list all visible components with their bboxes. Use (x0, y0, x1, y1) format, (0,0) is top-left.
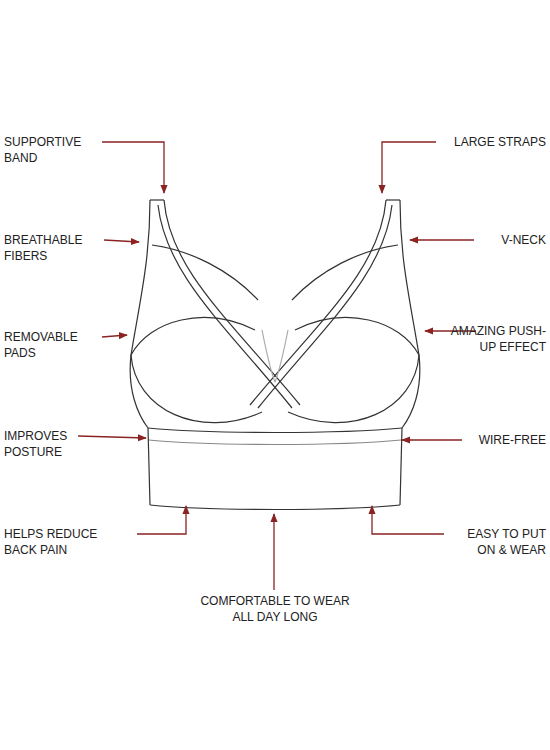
feature-label: WIRE-FREE (466, 432, 546, 448)
feature-label: AMAZING PUSH-UP EFFECT (438, 323, 546, 355)
feature-label: REMOVABLE PADS (4, 329, 98, 361)
feature-label: LARGE STRAPS (442, 134, 546, 150)
feature-label: BREATHABLE FIBERS (4, 232, 99, 264)
leader-lines (78, 142, 476, 590)
feature-label: EASY TO PUT ON & WEAR (448, 526, 546, 558)
feature-label: IMPROVES POSTURE (4, 428, 76, 460)
feature-label: SUPPORTIVE BAND (4, 134, 96, 166)
feature-label: HELPS REDUCE BACK PAIN (4, 526, 132, 558)
bra-outline (130, 200, 420, 510)
feature-label: V-NECK (478, 232, 546, 248)
feature-label: COMFORTABLE TO WEAR ALL DAY LONG (197, 593, 353, 625)
